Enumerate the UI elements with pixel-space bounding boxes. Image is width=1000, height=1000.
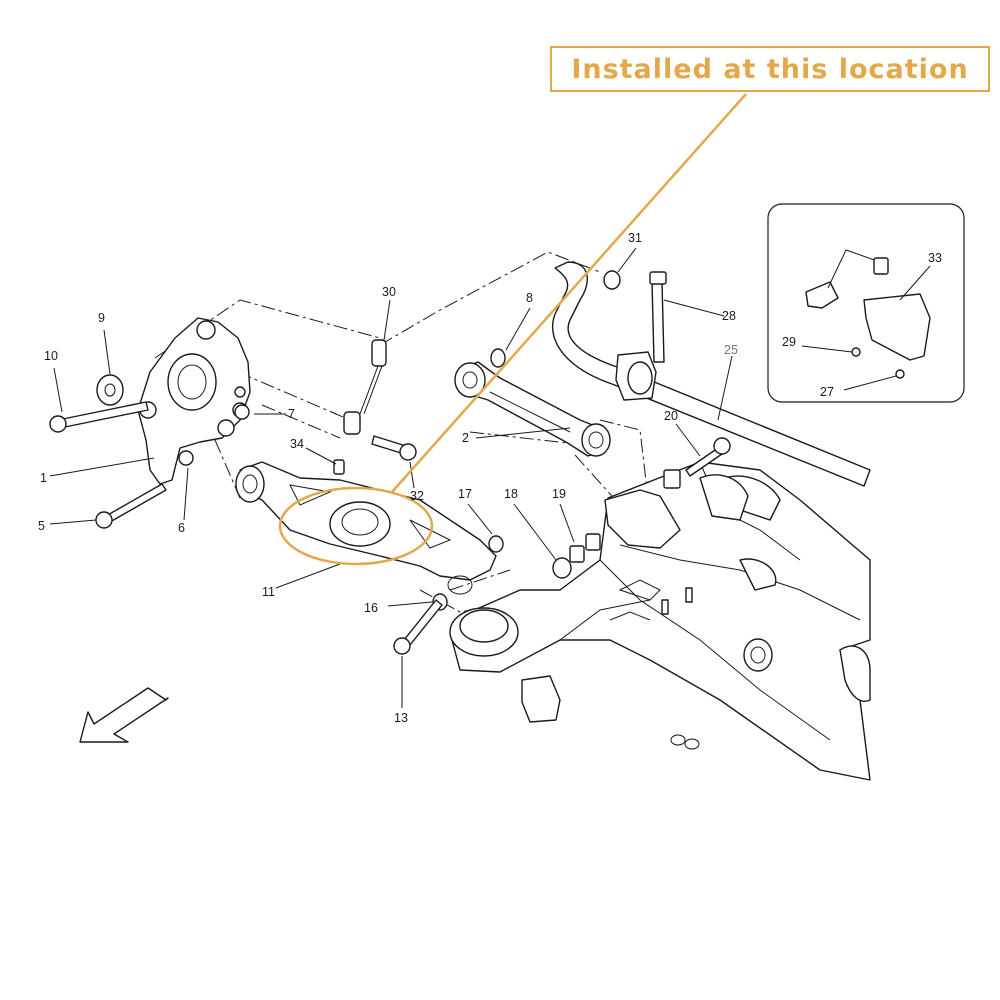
install-location-highlight <box>278 93 747 566</box>
label-5: 5 <box>38 519 45 533</box>
label-1: 1 <box>40 471 47 485</box>
label-19: 19 <box>552 487 566 501</box>
lower-control-arm <box>235 461 497 595</box>
label-28: 28 <box>722 309 736 323</box>
label-7: 7 <box>288 407 295 421</box>
label-9: 9 <box>98 311 105 325</box>
label-30: 30 <box>382 285 396 299</box>
label-27: 27 <box>820 385 834 399</box>
label-32: 32 <box>410 489 424 503</box>
label-8: 8 <box>526 291 533 305</box>
label-34: 34 <box>290 437 304 451</box>
leader-lines <box>49 247 931 708</box>
stabilizer-bar <box>551 261 871 487</box>
label-6: 6 <box>178 521 185 535</box>
label-13: 13 <box>394 711 408 725</box>
support-bracket <box>604 474 749 549</box>
label-31: 31 <box>628 231 642 245</box>
knuckle <box>137 317 251 485</box>
part-labels: 10 9 1 5 6 7 2 8 30 34 32 11 16 13 17 18… <box>38 231 942 725</box>
sensor-inset <box>767 203 965 403</box>
label-33: 33 <box>928 251 942 265</box>
label-2: 2 <box>462 431 469 445</box>
callout-text: Installed at this location <box>571 53 969 85</box>
label-25: 25 <box>724 343 738 357</box>
label-18: 18 <box>504 487 518 501</box>
install-location-callout: Installed at this location <box>550 46 990 92</box>
label-17: 17 <box>458 487 472 501</box>
label-16: 16 <box>364 601 378 615</box>
upper-link <box>454 361 611 457</box>
label-10: 10 <box>44 349 58 363</box>
label-29: 29 <box>782 335 796 349</box>
front-direction-arrow <box>79 687 169 743</box>
label-11: 11 <box>262 585 275 599</box>
fasteners <box>49 270 731 655</box>
label-20: 20 <box>664 409 678 423</box>
stabilizer-link <box>343 339 387 435</box>
